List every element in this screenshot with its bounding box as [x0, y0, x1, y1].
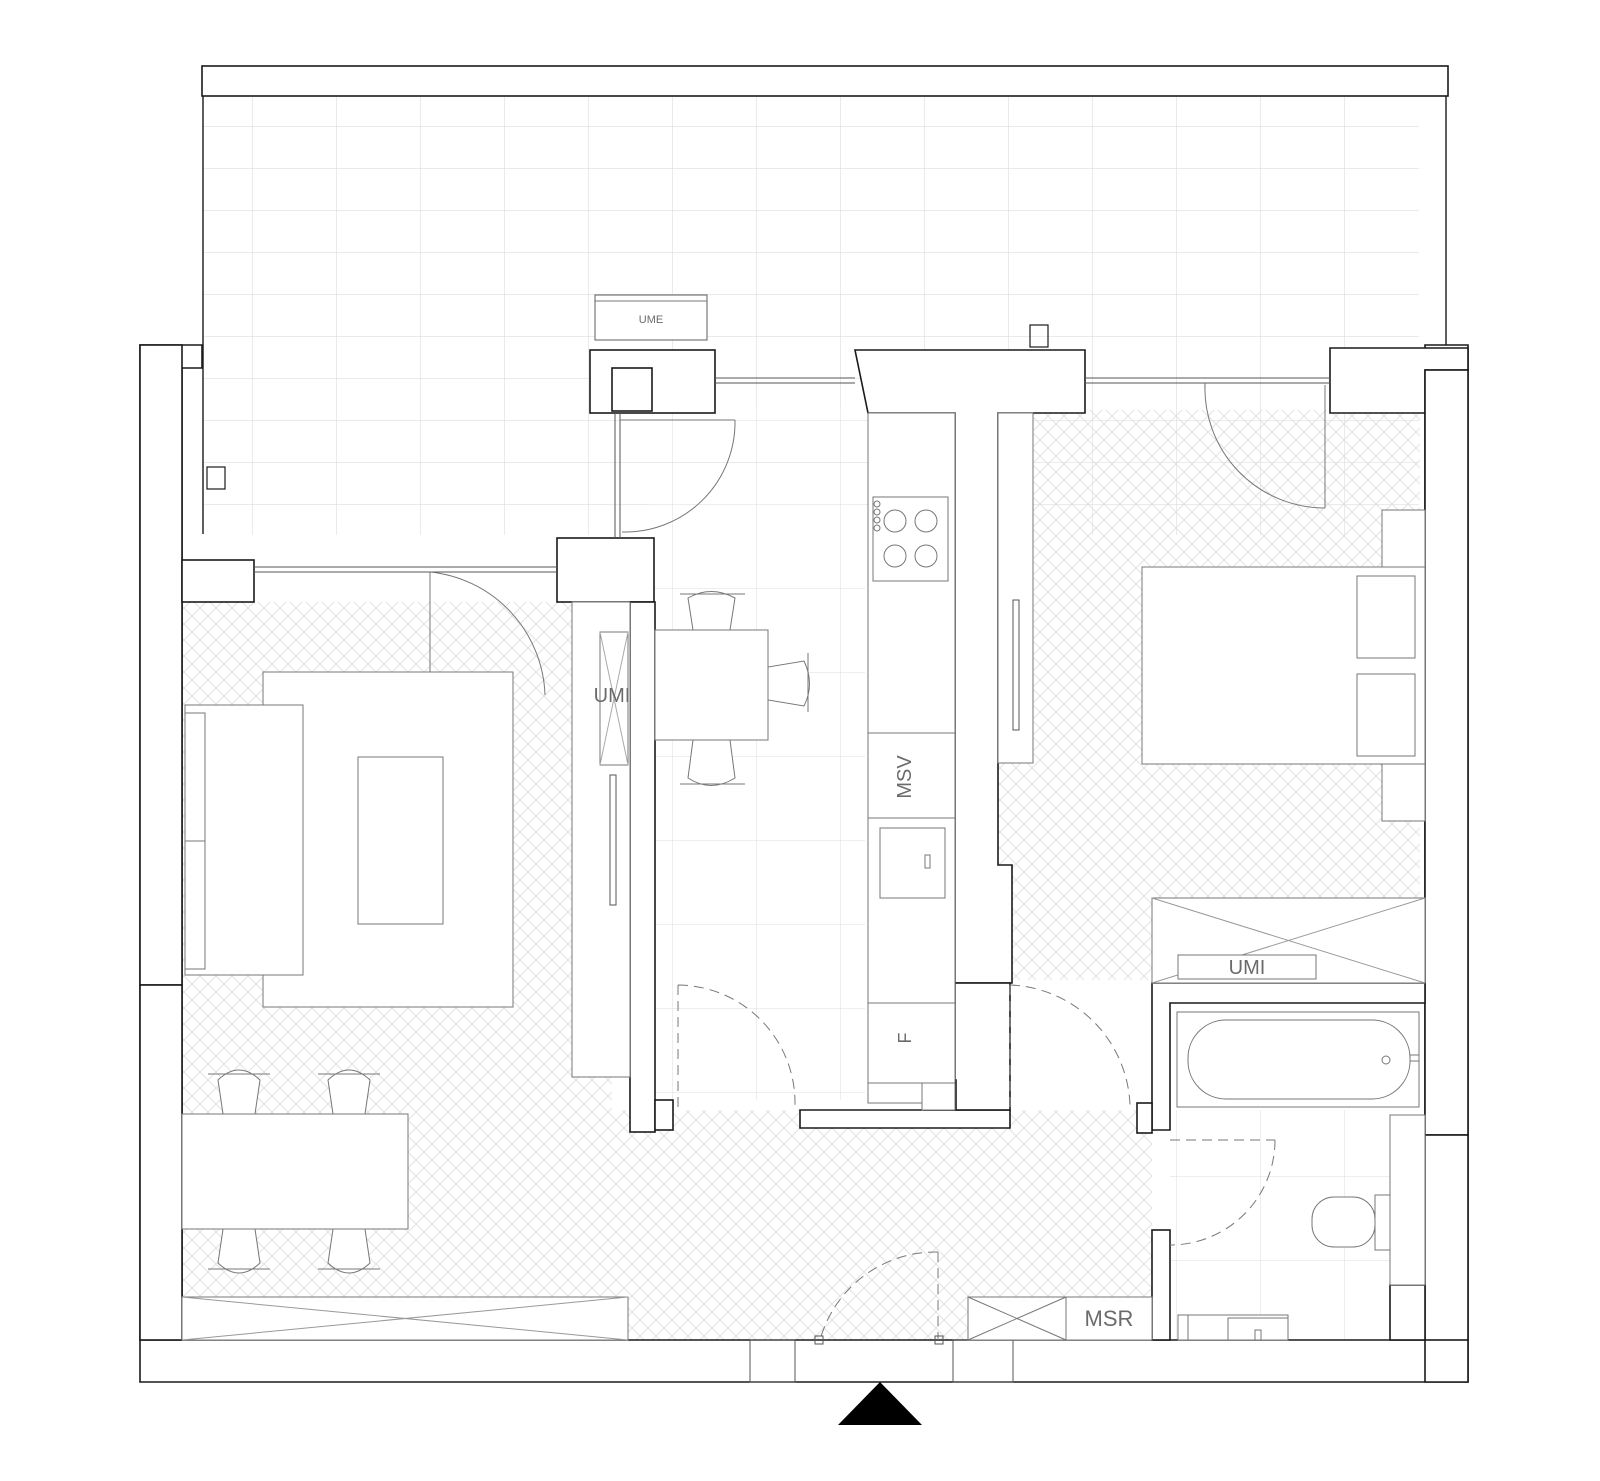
pier-center-b-inner — [611, 367, 653, 412]
door-entrance-frame-l — [814, 1335, 824, 1345]
label-msr: MSR — [1085, 1306, 1134, 1331]
dining-chairs — [208, 1069, 380, 1274]
ume-unit — [594, 294, 708, 341]
living-left-wall-lower — [139, 984, 183, 1341]
door-entrance — [819, 1251, 939, 1341]
burner-2 — [914, 509, 938, 533]
msv-unit — [867, 732, 956, 819]
umi-bedroom-cabinet — [1177, 954, 1317, 980]
umi-living-hatch — [599, 631, 629, 766]
door-entrance-frame-r — [934, 1335, 944, 1345]
entrance-closet-hatch — [967, 1296, 1067, 1341]
kitchen-table — [654, 629, 769, 741]
knob-1 — [873, 500, 881, 508]
windows — [254, 377, 1330, 1383]
doors — [429, 382, 1326, 1345]
toilet-tank — [1374, 1194, 1391, 1251]
fridge-area — [867, 1002, 956, 1084]
entrance-triangle-icon — [838, 1382, 922, 1425]
k-chair-3 — [680, 739, 745, 786]
washer — [1177, 1314, 1189, 1341]
pillow-top — [1356, 575, 1416, 659]
burner-1 — [883, 509, 907, 533]
sofa-seat-top — [184, 712, 206, 842]
sink-tap — [924, 854, 931, 869]
msr-unit — [1065, 1296, 1153, 1341]
burner-3 — [883, 544, 907, 568]
kitchen-bottom-wall — [799, 1109, 1011, 1129]
cooktop — [872, 496, 949, 582]
door-bedroom — [1009, 984, 1131, 1110]
kitchen-corner-unit — [921, 1082, 956, 1111]
bathroom-lower-wall — [1151, 1229, 1171, 1341]
dining-table — [181, 1113, 409, 1230]
k-chair-2 — [767, 653, 810, 712]
vanity-tap — [1254, 1329, 1262, 1341]
bedroom-furniture — [1141, 509, 1426, 984]
bathtub-drain — [1381, 1055, 1391, 1065]
tv — [609, 774, 617, 906]
wardrobe-living-hatch — [181, 1296, 629, 1341]
chair-4 — [318, 1228, 380, 1274]
chair-3 — [208, 1228, 270, 1274]
k-chair-1 — [680, 591, 745, 631]
terrace-fixture — [206, 466, 226, 490]
sofa-seat-bottom — [184, 840, 206, 970]
label-msv: MSV — [894, 755, 916, 799]
jamb-a — [654, 1099, 674, 1131]
nightstand-top — [1381, 509, 1426, 568]
living-left-wall-inner — [139, 344, 183, 986]
outer-wall-bottom — [139, 1339, 1469, 1383]
kitchen-furniture — [654, 412, 1034, 1111]
door-kitchen — [677, 984, 796, 1110]
kitchen-floor — [650, 410, 865, 1100]
coffee-table — [357, 756, 444, 925]
terrace — [201, 65, 1449, 534]
living-furniture — [181, 601, 631, 1341]
label-ume: UME — [639, 314, 663, 326]
chair-1 — [208, 1069, 270, 1115]
entrance-closets — [967, 1296, 1153, 1341]
jamb-c — [1136, 1102, 1153, 1134]
label-umi-bedroom: UMI — [1229, 957, 1266, 979]
labels: UME UMI UMI MSV F MSR — [594, 314, 1266, 1331]
bathroom-right-step — [1389, 1284, 1426, 1341]
bathroom — [1176, 1011, 1426, 1341]
rug — [262, 671, 514, 1008]
knob-3 — [873, 516, 881, 524]
pier-left — [181, 559, 255, 603]
bathtub-tap — [1409, 1054, 1420, 1062]
bedroom-right-wall-lower — [1424, 1134, 1469, 1341]
chair-2 — [318, 1069, 380, 1115]
sink — [879, 827, 946, 899]
bedroom-tv — [1012, 599, 1020, 731]
label-fridge: F — [895, 1033, 915, 1044]
door-bedroom-balcony — [1204, 382, 1326, 509]
bathroom-cabinet — [1389, 1114, 1426, 1286]
nightstand-bottom — [1381, 763, 1426, 822]
terrace-drain — [1029, 324, 1049, 348]
kitchen-chairs — [680, 591, 810, 786]
burner-4 — [914, 544, 938, 568]
knob-4 — [873, 524, 881, 532]
pillow-bottom — [1356, 673, 1416, 757]
hall-pier — [954, 982, 1011, 1111]
bathtub-inner — [1187, 1019, 1411, 1100]
door-kitchen-balcony — [620, 419, 736, 533]
pier-center-a — [556, 537, 655, 603]
toilet-bowl — [1311, 1196, 1376, 1248]
label-umi-living: UMI — [594, 685, 631, 707]
door-bathroom — [1169, 1139, 1276, 1246]
walls — [139, 344, 1469, 1383]
knob-2 — [873, 508, 881, 516]
terrace-parapet — [201, 65, 1449, 97]
living-kitchen-wall — [629, 601, 656, 1133]
bedroom-right-wall — [1424, 369, 1469, 1136]
front-window-left — [749, 1339, 796, 1383]
